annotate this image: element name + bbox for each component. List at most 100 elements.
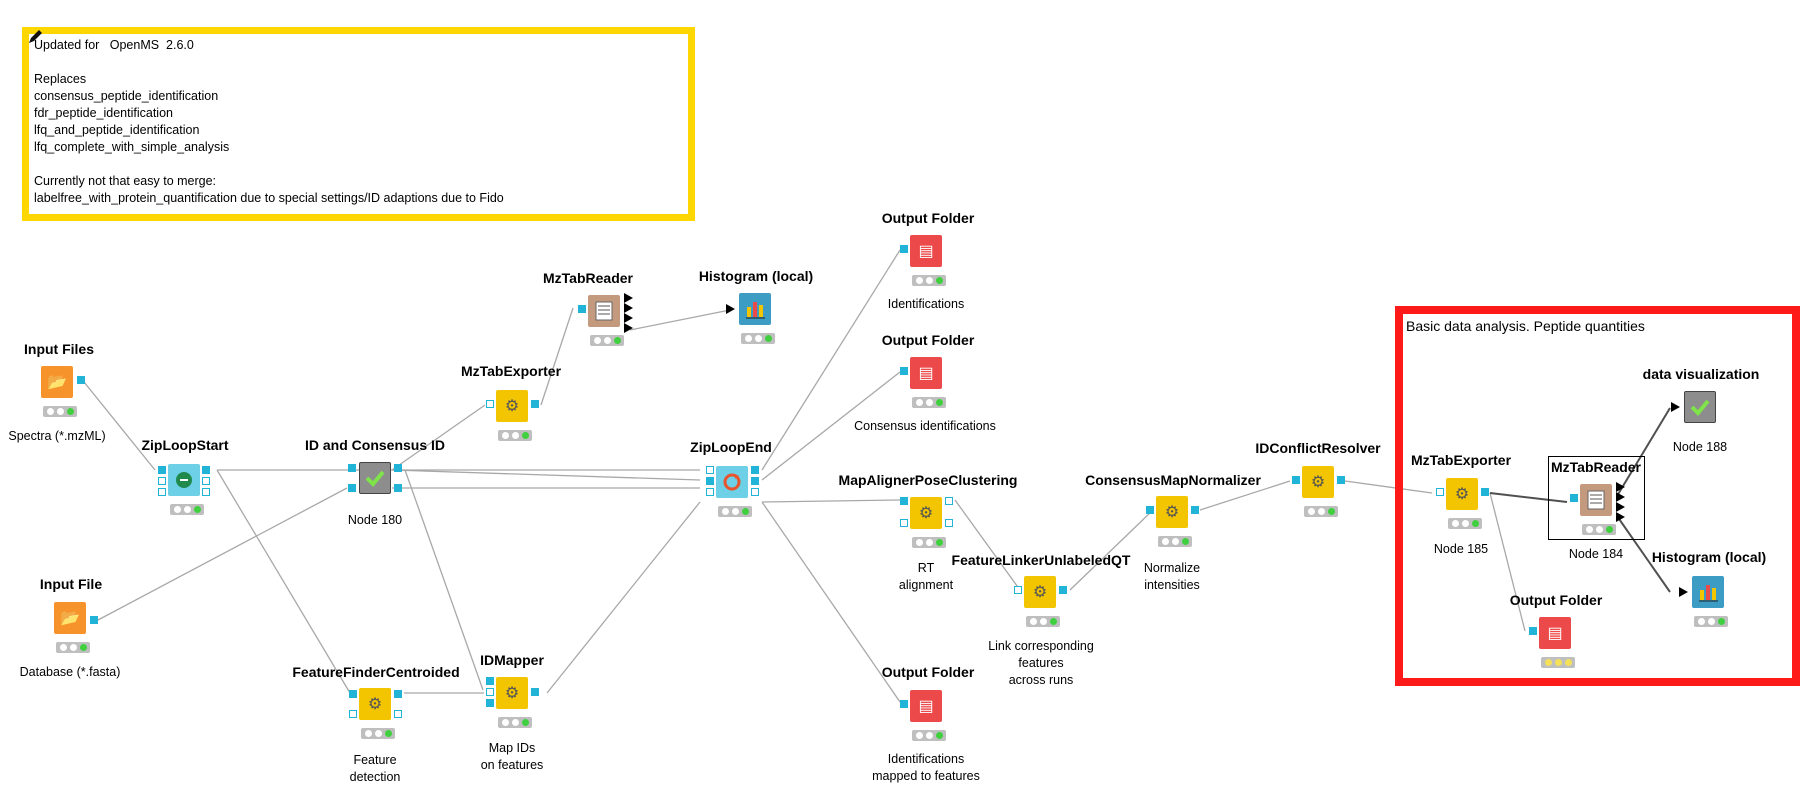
- connection: [1069, 509, 1154, 591]
- input-port[interactable]: [900, 519, 908, 527]
- input-port[interactable]: [706, 477, 714, 485]
- output-port[interactable]: [1616, 492, 1625, 502]
- node-output-folder-3[interactable]: ▤: [900, 686, 946, 741]
- input-port[interactable]: [1679, 587, 1688, 597]
- input-port[interactable]: [348, 464, 356, 472]
- output-port[interactable]: [394, 710, 402, 718]
- output-port[interactable]: [1337, 476, 1345, 484]
- input-port[interactable]: [1671, 402, 1680, 412]
- node-histogram-2[interactable]: [1679, 572, 1728, 627]
- node-title: IDMapper: [480, 652, 544, 668]
- node-histogram-1[interactable]: [726, 289, 775, 344]
- output-port[interactable]: [1616, 512, 1625, 522]
- node-zip-loop-start[interactable]: [158, 460, 210, 515]
- node-id-conflict-resolver[interactable]: ⚙: [1292, 462, 1345, 517]
- input-port[interactable]: [1146, 506, 1154, 514]
- checkmark-icon: [359, 462, 391, 494]
- node-zip-loop-end[interactable]: [706, 462, 759, 517]
- input-port[interactable]: [900, 700, 908, 708]
- node-title: data visualization: [1642, 366, 1760, 382]
- bar-chart-icon: [1692, 576, 1724, 608]
- node-id-mapper[interactable]: ⚙: [486, 673, 539, 728]
- input-port[interactable]: [1529, 627, 1537, 635]
- output-port[interactable]: [624, 303, 633, 313]
- output-port[interactable]: [531, 400, 539, 408]
- output-port[interactable]: [77, 376, 85, 384]
- input-port[interactable]: [158, 477, 166, 485]
- node-mztab-reader-2[interactable]: [1570, 480, 1625, 535]
- node-data-visualization[interactable]: [1671, 387, 1720, 427]
- node-feature-finder[interactable]: ⚙: [349, 684, 402, 739]
- node-consensus-normalizer[interactable]: ⚙: [1146, 492, 1199, 547]
- node-label: Database (*.fasta): [19, 665, 121, 679]
- connection: [954, 499, 1021, 591]
- output-port[interactable]: [624, 323, 633, 333]
- node-output-folder-4[interactable]: ▤: [1529, 613, 1575, 668]
- output-port[interactable]: [945, 497, 953, 505]
- input-port[interactable]: [578, 305, 586, 313]
- output-port[interactable]: [1616, 502, 1625, 512]
- input-port[interactable]: [486, 400, 494, 408]
- input-port[interactable]: [486, 677, 494, 685]
- node-status: [498, 430, 532, 441]
- output-port[interactable]: [1616, 482, 1625, 492]
- output-port[interactable]: [1191, 506, 1199, 514]
- input-port[interactable]: [348, 484, 356, 492]
- pencil-icon[interactable]: [26, 28, 44, 46]
- output-port[interactable]: [751, 477, 759, 485]
- output-port[interactable]: [1059, 586, 1067, 594]
- input-port[interactable]: [1436, 488, 1444, 496]
- output-port[interactable]: [1481, 488, 1489, 496]
- node-mztab-exporter-2[interactable]: ⚙: [1436, 474, 1489, 529]
- node-feature-linker[interactable]: ⚙: [1014, 572, 1067, 627]
- input-port[interactable]: [1014, 586, 1022, 594]
- node-status: [1694, 616, 1728, 627]
- connection: [1489, 492, 1526, 632]
- input-port[interactable]: [900, 245, 908, 253]
- input-port[interactable]: [158, 466, 166, 474]
- output-port[interactable]: [624, 313, 633, 323]
- gear-doc-icon: ⚙: [359, 688, 391, 720]
- output-port[interactable]: [945, 519, 953, 527]
- node-input-files[interactable]: 📂: [37, 362, 85, 417]
- input-port[interactable]: [726, 304, 735, 314]
- output-port[interactable]: [531, 688, 539, 696]
- input-port[interactable]: [349, 690, 357, 698]
- input-port[interactable]: [706, 466, 714, 474]
- node-map-aligner[interactable]: ⚙: [900, 493, 953, 548]
- input-port[interactable]: [1570, 494, 1578, 502]
- node-input-file[interactable]: 📂: [50, 598, 98, 653]
- node-status: [590, 335, 624, 346]
- output-port[interactable]: [202, 466, 210, 474]
- output-port[interactable]: [202, 477, 210, 485]
- input-port[interactable]: [900, 497, 908, 505]
- annotation-note-update[interactable]: [22, 27, 695, 221]
- input-port[interactable]: [349, 710, 357, 718]
- node-mztab-exporter-1[interactable]: ⚙: [486, 386, 539, 441]
- node-label: Node 184: [1568, 547, 1624, 561]
- input-port[interactable]: [486, 688, 494, 696]
- input-port[interactable]: [158, 488, 166, 496]
- output-port[interactable]: [202, 488, 210, 496]
- input-port[interactable]: [1292, 476, 1300, 484]
- node-title: MapAlignerPoseClustering: [838, 472, 1018, 488]
- input-port[interactable]: [486, 699, 494, 707]
- output-port[interactable]: [624, 293, 633, 303]
- output-port[interactable]: [394, 690, 402, 698]
- output-port[interactable]: [394, 484, 402, 492]
- output-port[interactable]: [394, 464, 402, 472]
- node-status: [56, 642, 90, 653]
- node-mztab-reader-1[interactable]: [578, 291, 633, 346]
- node-label: Consensus identifications: [854, 419, 996, 433]
- node-output-folder-1[interactable]: ▤: [900, 231, 946, 286]
- input-port[interactable]: [900, 367, 908, 375]
- output-port[interactable]: [751, 466, 759, 474]
- node-output-folder-2[interactable]: ▤: [900, 353, 946, 408]
- node-title: Output Folder: [881, 332, 975, 348]
- output-port[interactable]: [90, 616, 98, 624]
- node-id-consensus[interactable]: [348, 458, 402, 498]
- annotation-note-analysis[interactable]: [1395, 306, 1800, 686]
- input-port[interactable]: [706, 488, 714, 496]
- output-port[interactable]: [751, 488, 759, 496]
